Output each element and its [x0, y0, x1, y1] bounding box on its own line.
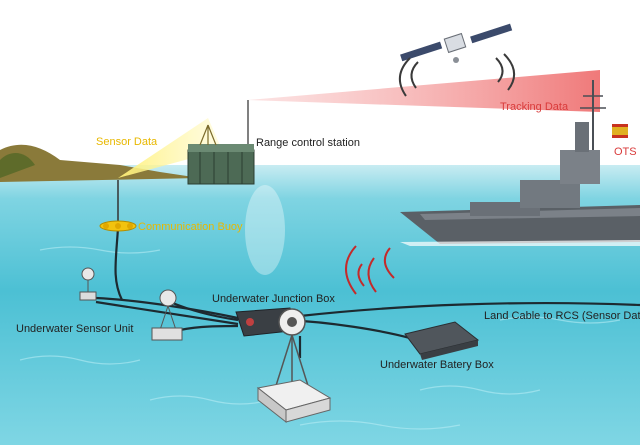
sensor-data-label: Sensor Data	[96, 136, 158, 148]
underwater-sensor-unit-label: Underwater Sensor Unit	[16, 323, 134, 335]
underwater-junction-box-label: Underwater Junction Box	[212, 293, 335, 305]
coastline-land	[0, 144, 200, 182]
water-ripples	[19, 246, 621, 430]
range-control-station-label: Range control station	[256, 137, 360, 149]
ots-label: OTS	[614, 146, 637, 158]
battery-box-icon	[404, 321, 480, 360]
satellite-icon	[400, 23, 513, 63]
sonar-waves-icon	[345, 245, 395, 295]
tracking-data-label: Tracking Data	[500, 101, 569, 113]
sun-reflection	[245, 185, 285, 275]
sensor-data-beam	[118, 118, 222, 178]
sensor-unit-icon	[79, 267, 97, 301]
communication-buoy-icon	[99, 180, 137, 232]
tracking-data-beam	[248, 70, 600, 112]
sensor-unit-icon	[256, 308, 332, 424]
sensor-unit-icon	[151, 289, 183, 341]
range-control-station-icon	[187, 144, 255, 185]
sensor-tripod-icon	[199, 124, 217, 146]
satellite-signal-waves	[399, 53, 515, 97]
communication-buoy-label: Communication Buoy	[138, 221, 243, 233]
underwater-battery-box-label: Underwater Batery Box	[380, 359, 494, 371]
ship-icon	[400, 80, 640, 246]
land-cable-label: Land Cable to RCS (Sensor Data)	[484, 310, 640, 322]
underwater-cables	[95, 227, 640, 358]
